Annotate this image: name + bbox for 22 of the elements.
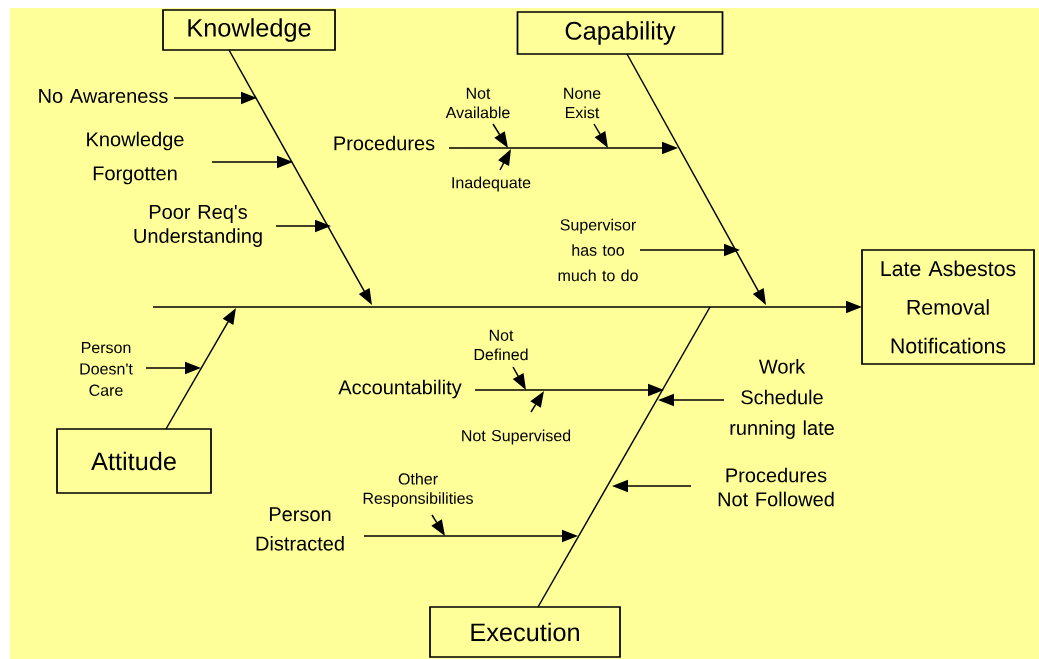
cause-label: Not Available	[445, 87, 510, 119]
cause-label: Work Schedule running late	[730, 359, 834, 439]
cause-label: Procedures Not Followed	[718, 467, 834, 507]
cause-label: Accountability	[338, 379, 462, 399]
cause-label: Supervisor has too much to do	[558, 218, 638, 282]
category-box: Knowledge	[162, 9, 336, 51]
cause-label: Poor Req's Understanding	[134, 205, 262, 247]
category-box: Capability	[516, 11, 724, 55]
cause-label: Person Doesn't Care	[80, 342, 133, 396]
cause-label: Not Supervised	[462, 429, 571, 445]
category-box: Execution	[429, 606, 621, 658]
cause-label: Procedures	[334, 135, 435, 151]
cause-label: Inadequate	[452, 176, 531, 192]
cause-label: Other Responsibilities	[363, 472, 473, 508]
cause-label: Knowledge Forgotten	[87, 131, 184, 185]
cause-label: Person Distracted	[256, 507, 344, 551]
effect-box: Late Asbestos Removal Notifications	[861, 249, 1035, 365]
cause-label: Not Defined	[474, 329, 528, 361]
bone-line	[537, 306, 711, 608]
category-box: Attitude	[56, 428, 212, 494]
cause-label: None Exist	[564, 87, 601, 119]
cause-label: No Awareness	[39, 89, 168, 103]
